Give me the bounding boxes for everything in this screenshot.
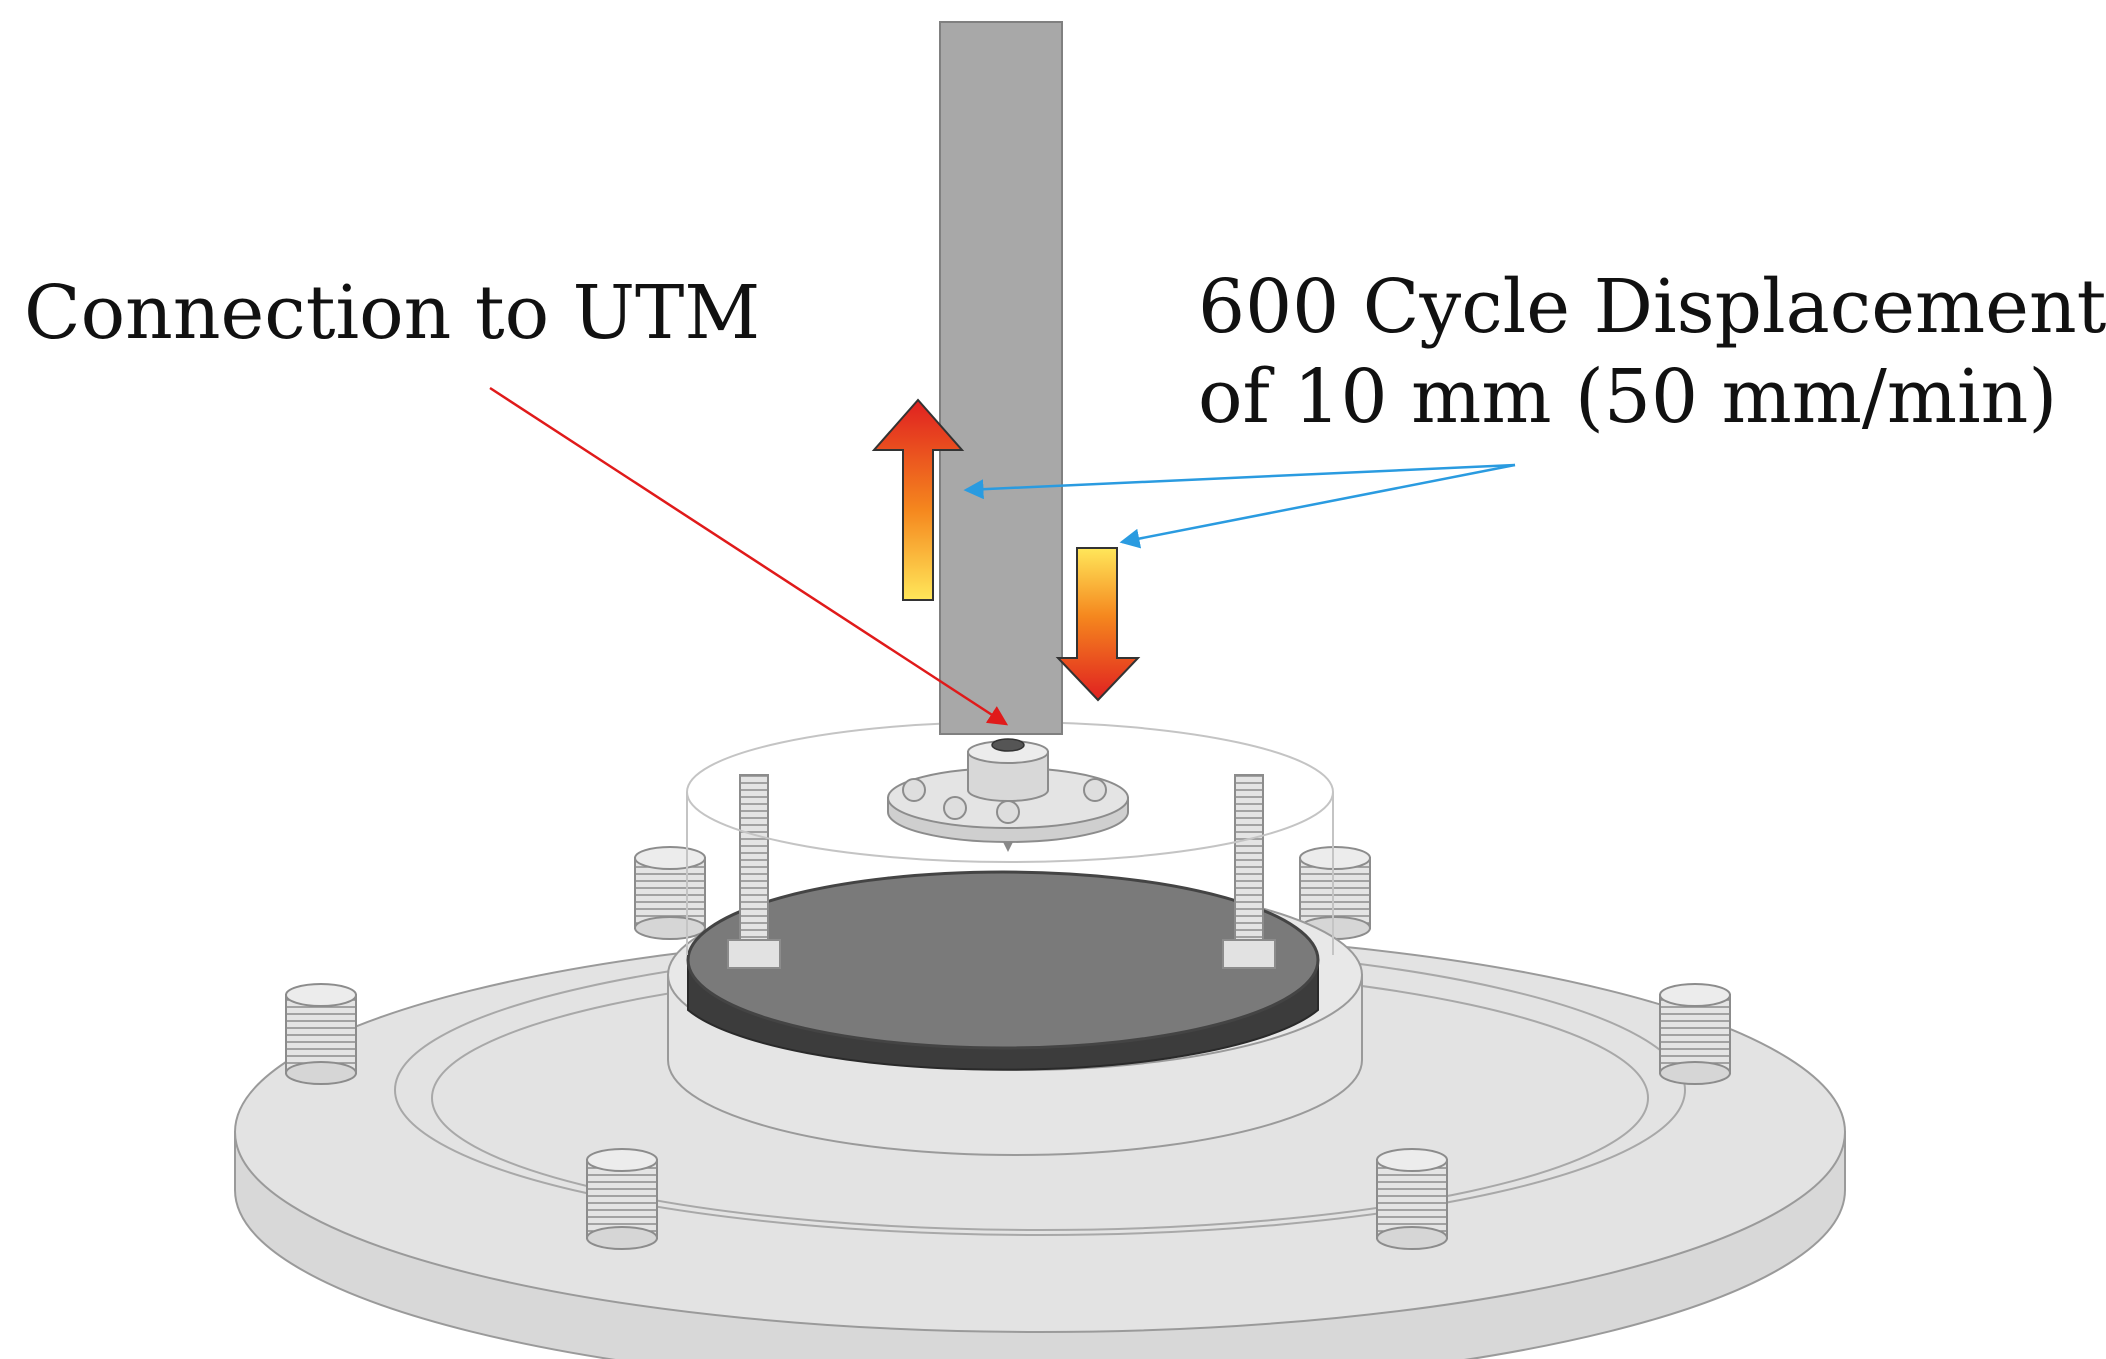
connection-label-text: Connection to UTM bbox=[24, 270, 761, 356]
up-arrow-icon bbox=[871, 398, 965, 601]
loading-head bbox=[887, 738, 1129, 852]
base-bolt-back-left bbox=[634, 846, 706, 940]
connection-pointer-line bbox=[489, 386, 1009, 726]
utm-rod bbox=[939, 21, 1063, 735]
base-bolt-left bbox=[285, 983, 357, 1085]
threaded-post-left bbox=[727, 774, 781, 969]
displacement-label-line1: 600 Cycle Displacement bbox=[1198, 264, 2106, 350]
threaded-post-right bbox=[1222, 774, 1276, 969]
base-bolt-back-right bbox=[1299, 846, 1371, 940]
base-bolt-right bbox=[1659, 983, 1731, 1085]
displacement-pointer-down bbox=[1119, 463, 1516, 549]
base-bolt-front-right bbox=[1376, 1148, 1448, 1250]
displacement-pointer-up bbox=[963, 463, 1516, 500]
base-bolt-front-left bbox=[586, 1148, 658, 1250]
sample-specimen bbox=[686, 870, 1320, 1071]
down-arrow-icon bbox=[1055, 547, 1141, 702]
displacement-label-line2: of 10 mm (50 mm/min) bbox=[1198, 354, 2058, 440]
displacement-label: 600 Cycle Displacement of 10 mm (50 mm/m… bbox=[1198, 262, 2106, 442]
connection-label: Connection to UTM bbox=[24, 268, 760, 358]
